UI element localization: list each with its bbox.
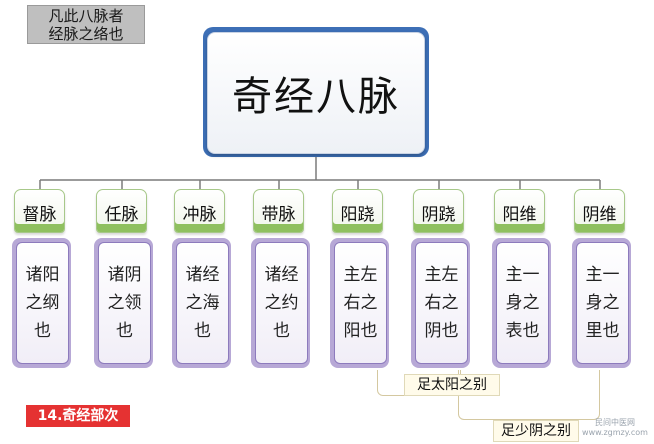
note-line-1: 凡此八脉者: [48, 7, 124, 25]
watermark-line-1: 民间中医网: [595, 418, 635, 427]
node-head-5: 阳跷: [332, 189, 383, 233]
watermark-line-2: www.zgmzy.com: [582, 428, 648, 437]
label-zu-taiyang: 足太阳之别: [404, 374, 500, 396]
top-left-note: 凡此八脉者 经脉之络也: [27, 5, 145, 44]
node-body-4: 诸经 之约 也: [255, 242, 308, 364]
node-head-8: 阴维: [574, 189, 625, 233]
node-body-7: 主一 身之 表也: [496, 242, 549, 364]
diagram-title: 奇经八脉: [207, 32, 425, 154]
node-body-8: 主一 身之 里也: [576, 242, 629, 364]
node-body-6: 主左 右之 阴也: [415, 242, 468, 364]
node-head-2: 任脉: [96, 189, 147, 233]
label-zu-shaoyin: 足少阴之别: [493, 420, 579, 442]
watermark: 民间中医网 www.zgmzy.com: [580, 418, 650, 438]
note-line-2: 经脉之络也: [48, 25, 124, 43]
node-body-3: 诸经 之海 也: [176, 242, 229, 364]
node-head-4: 带脉: [253, 189, 304, 233]
node-head-7: 阳维: [494, 189, 545, 233]
node-body-2: 诸阴 之领 也: [98, 242, 151, 364]
node-body-5: 主左 右之 阳也: [334, 242, 387, 364]
node-body-1: 诸阳 之纲 也: [16, 242, 69, 364]
node-head-6: 阴跷: [413, 189, 464, 233]
node-head-1: 督脉: [14, 189, 65, 233]
node-head-3: 冲脉: [174, 189, 225, 233]
footer-caption: 14.奇经部次: [26, 405, 130, 427]
